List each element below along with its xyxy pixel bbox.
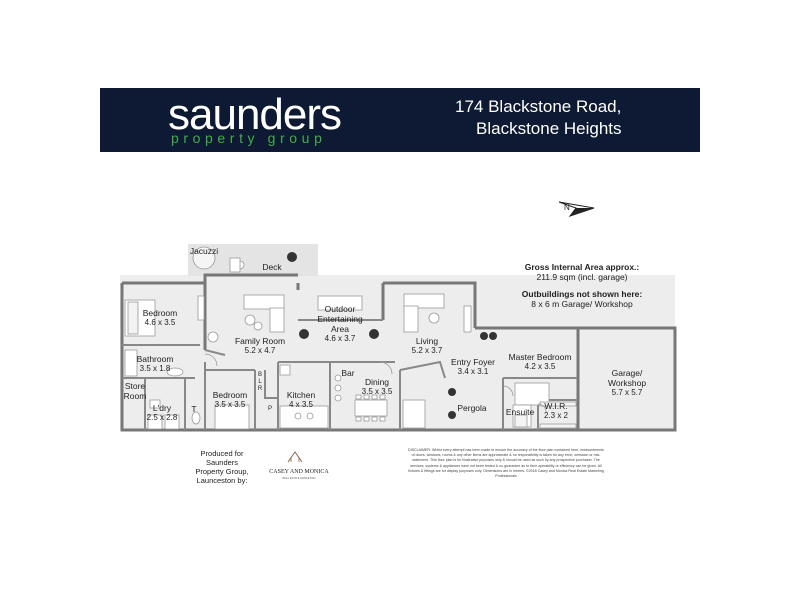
door-swings bbox=[204, 353, 547, 413]
room-family-room: Family Room 5.2 x 4.7 bbox=[234, 336, 286, 355]
room-toilet: T bbox=[191, 404, 197, 414]
room-outdoor-entertaining: Outdoor Entertaining Area 4.6 x 3.7 bbox=[317, 304, 363, 343]
outbuildings-value: 8 x 6 m Garage/ Workshop bbox=[531, 299, 633, 309]
room-pantry: P bbox=[267, 406, 273, 412]
casey-monica-logo-icon: CASEY AND MONICA REAL ESTATE MARKETING bbox=[269, 451, 329, 480]
room-living: Living 5.2 x 3.7 bbox=[411, 336, 443, 355]
area-info: Gross Internal Area approx.: 211.9 sqm (… bbox=[504, 262, 660, 309]
room-bedroom-left: Bedroom 4.6 x 3.5 bbox=[142, 308, 178, 327]
north-arrow-icon: N bbox=[558, 201, 595, 217]
room-entry-foyer: Entry Foyer 3.4 x 3.1 bbox=[451, 357, 495, 376]
room-bathroom: Bathroom 3.5 x 1.8 bbox=[136, 354, 174, 373]
outbuildings-title: Outbuildings not shown here: bbox=[521, 289, 643, 299]
producer-credit: Produced for Saunders Property Group, La… bbox=[195, 449, 249, 485]
logo-wordmark: saunders bbox=[168, 90, 342, 139]
room-dining: Dining 3.5 x 3.5 bbox=[361, 377, 393, 396]
outer-walls bbox=[120, 273, 677, 432]
interior-walls bbox=[122, 319, 578, 430]
room-deck: Deck bbox=[262, 262, 282, 272]
room-store-room: Store Room bbox=[123, 381, 147, 401]
room-bar: Bar bbox=[341, 368, 355, 378]
room-linen: B L R bbox=[257, 372, 263, 392]
plant-icons bbox=[287, 252, 497, 419]
logo-subtext: REAL ESTATE MARKETING bbox=[282, 476, 315, 480]
room-bedroom-mid: Bedroom 3.5 x 3.5 bbox=[212, 390, 248, 409]
room-laundry: L'dry 2.5 x 2.8 bbox=[146, 403, 178, 422]
disclaimer-text: DISCLAIMER: Whilst every attempt has bee… bbox=[408, 448, 604, 479]
logo-tagline: property group bbox=[171, 130, 327, 146]
room-master-bedroom: Master Bedroom 4.2 x 3.5 bbox=[508, 352, 572, 371]
room-wir: W.I.R. 2.3 x 2 bbox=[543, 401, 569, 420]
gia-title: Gross Internal Area approx.: bbox=[524, 262, 640, 272]
gia-value: 211.9 sqm (incl. garage) bbox=[536, 272, 628, 282]
room-garage-workshop: Garage/ Workshop 5.7 x 5.7 bbox=[607, 368, 647, 397]
address-line-1: 174 Blackstone Road, bbox=[455, 97, 622, 116]
address-line-2: Blackstone Heights bbox=[476, 119, 622, 138]
room-pergola: Pergola bbox=[457, 403, 487, 413]
furniture bbox=[124, 246, 577, 430]
property-address: 174 Blackstone Road, Blackstone Heights bbox=[455, 96, 622, 140]
header-banner: saunders property group 174 Blackstone R… bbox=[100, 88, 700, 152]
room-ensuite: Ensuite bbox=[505, 407, 535, 417]
north-label: N bbox=[564, 203, 570, 212]
logo-text: CASEY AND MONICA bbox=[269, 469, 329, 475]
room-kitchen: Kitchen 4 x 3.5 bbox=[286, 390, 316, 409]
room-jacuzzi: Jacuzzi bbox=[189, 246, 219, 256]
